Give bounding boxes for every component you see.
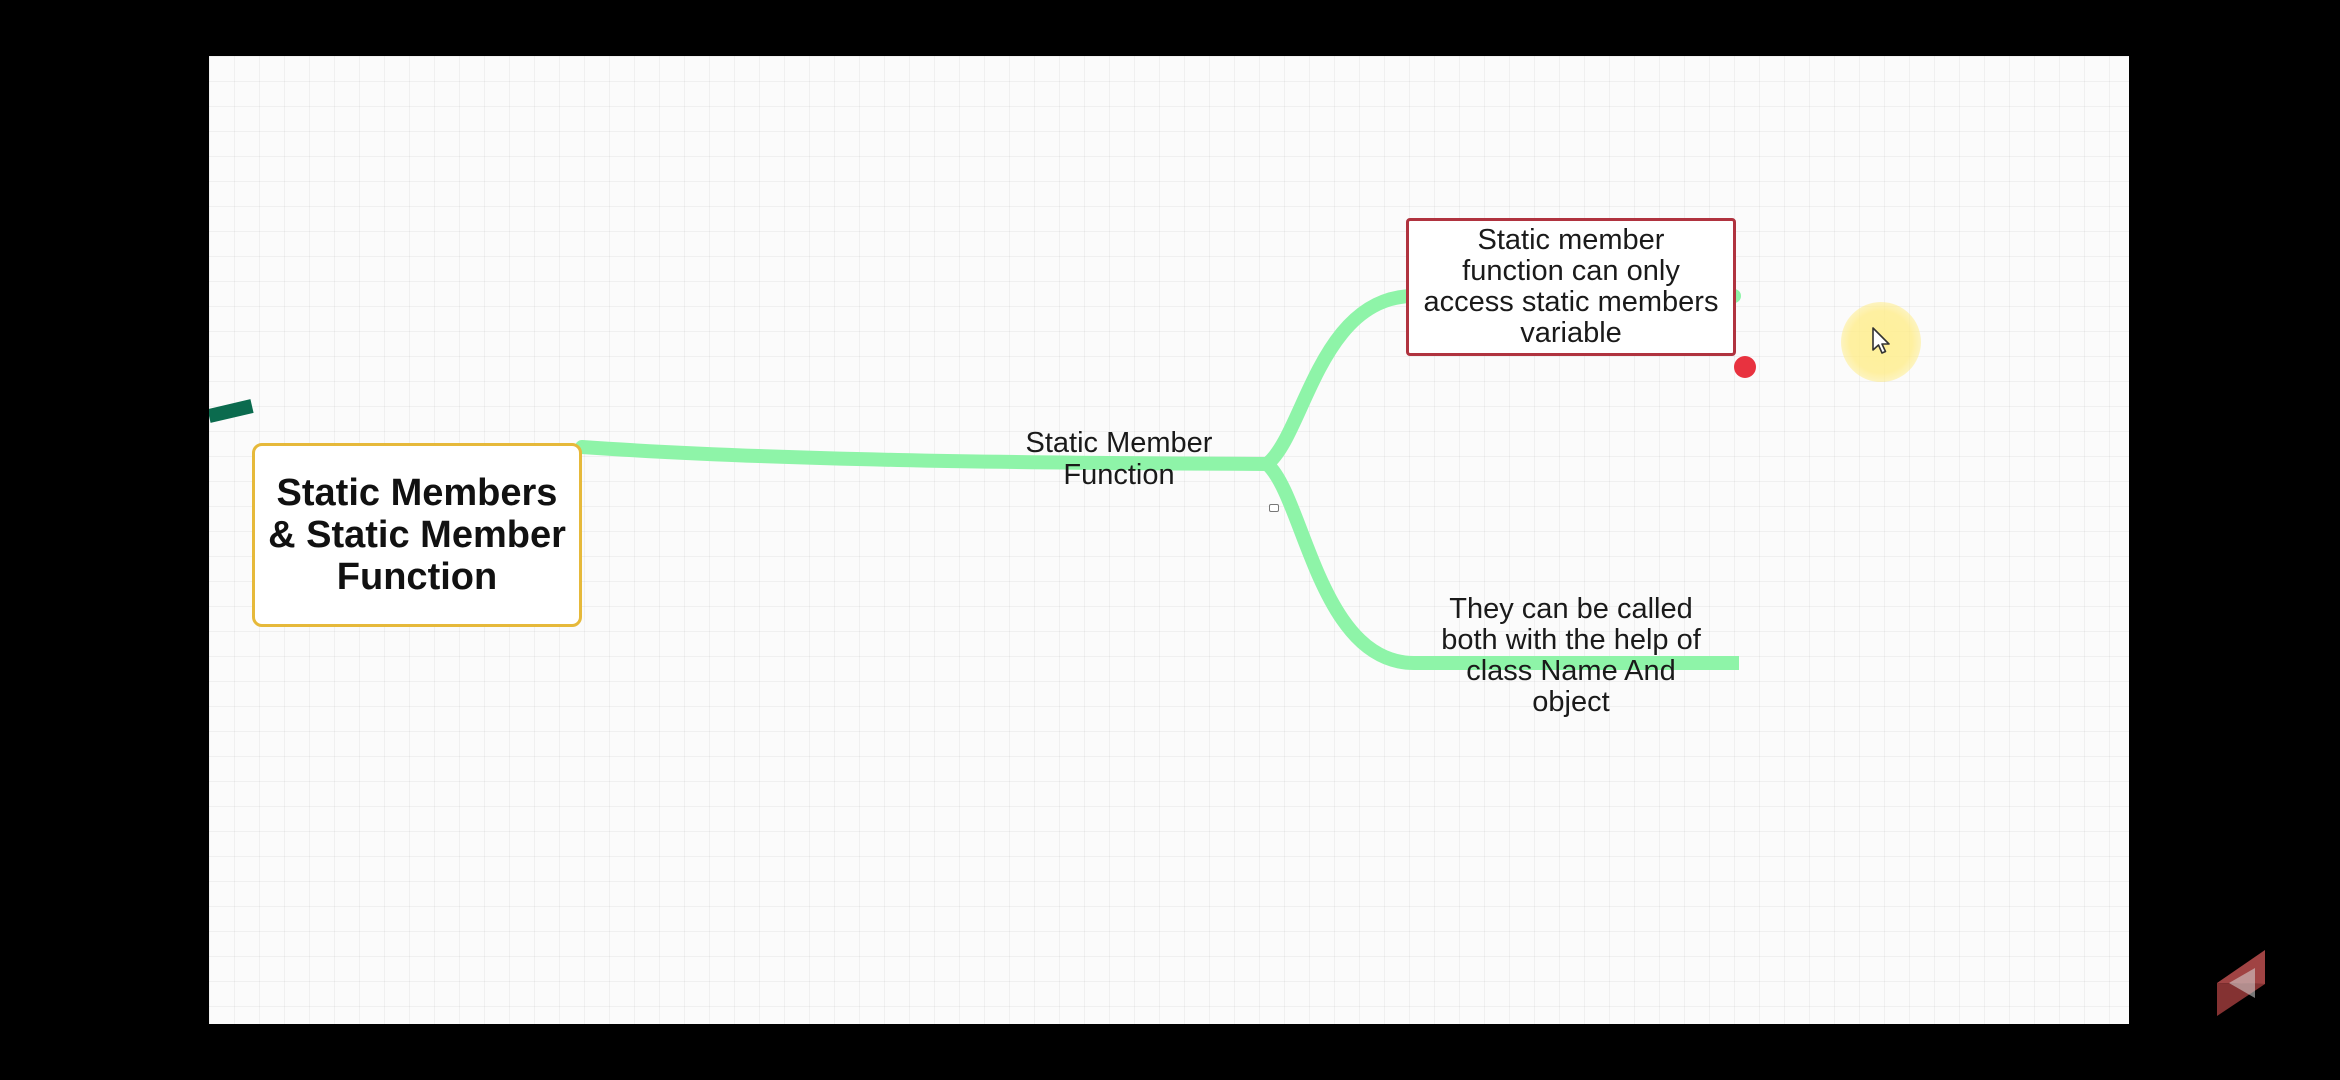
branch-to-leaf-1-connector [1260,289,1741,471]
root-node-label: Static Members & Static Member Function [268,472,566,598]
leaf-node-called-with[interactable]: They can be called both with the help of… [1441,593,1701,718]
incoming-connector [209,399,254,423]
connector-lines [209,289,1741,670]
collapse-toggle-icon[interactable] [1269,504,1279,512]
root-node[interactable]: Static Members & Static Member Function [252,443,582,627]
branch-node-label[interactable]: Static Member Function [1025,427,1213,491]
root-to-branch-connector [575,440,1274,471]
cursor-highlight [1841,302,1921,382]
mindmap-canvas[interactable]: Static Members & Static Member Function … [209,56,2129,1024]
leaf-node-static-access[interactable]: Static member function can only access s… [1406,218,1736,356]
node-marker[interactable] [1734,356,1756,378]
play-triangle-logo-icon [2217,950,2265,1016]
mouse-pointer-icon [1872,327,1890,354]
branch-to-leaf-2-connector [1261,458,1739,670]
leaf-node-static-access-label: Static member function can only access s… [1423,224,1719,349]
